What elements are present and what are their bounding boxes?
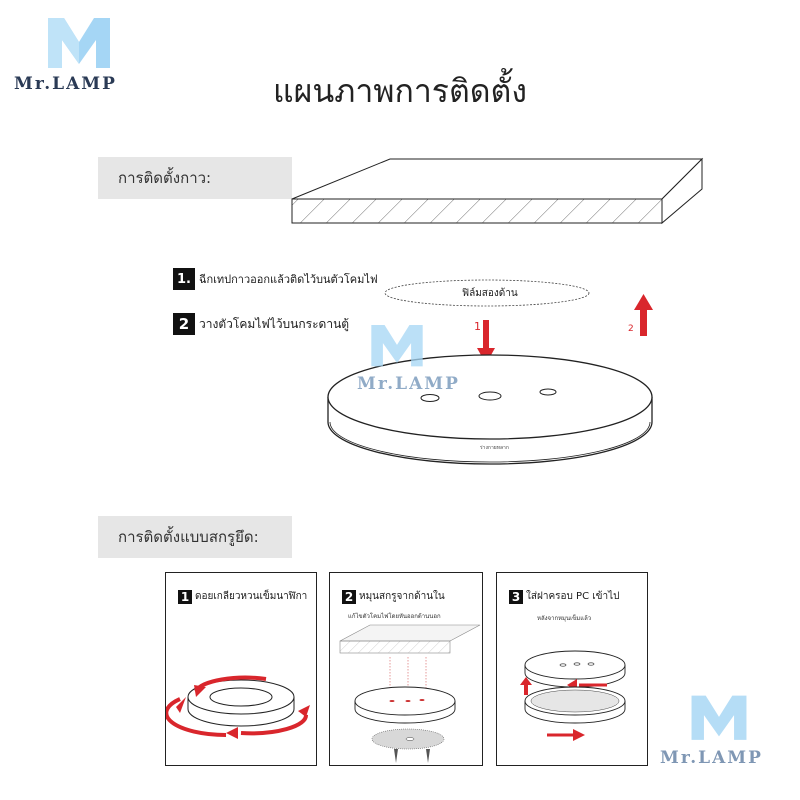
section-screw-label: การติดตั้งแบบสกรูยึด: [98,516,292,558]
panel-2-sub: แก้ไขตัวโคมไฟโดยหันออกด้านนอก [348,613,441,620]
glue-install-diagram [327,279,653,465]
logo-mark-icon [48,18,110,68]
step-1-text: ฉีกเทปกาวออกแล้วติดไว้บนตัวโคมไฟ [199,273,378,286]
panel-3-head: 3 ใส่ฝาครอบ PC เข้าไป [509,589,620,604]
panel-3-sub: หลังจากหมุนเข็มแล้ว [537,615,592,622]
disc-label: ร่างกายหลาก [480,445,509,451]
panel-1: 1 ดอยเกลียวหวนเข็มนาฬิกา [165,572,317,766]
panel-2-number: 2 [342,589,356,604]
panel-2-diagram [339,624,481,763]
film-label: ฟิล์มสองด้าน [462,288,518,299]
panel-1-head: 1 ดอยเกลียวหวนเข็มนาฬิกา [178,589,307,604]
step-1-number: 1. [173,268,195,290]
section-glue-label: การติดตั้งกาว: [98,157,292,199]
panel-3: 3 ใส่ฝาครอบ PC เข้าไป หลังจากหมุนเข็มแล้… [496,572,648,766]
arrow-2-label: 2 [628,324,634,334]
panel-2: 2 หมุนสกรูจากด้านใน แก้ไขตัวโคมไฟโดยหันอ… [329,572,483,766]
watermark-center: Mr.LAMP [357,318,460,408]
logo-text: Mr.LAMP [14,74,117,94]
step-2-number: 2 [173,313,195,335]
arrow-up-icon [634,294,653,336]
logo: Mr.LAMP [14,8,134,98]
watermark-corner-m-icon [691,695,747,740]
panel-1-text: ดอยเกลียวหวนเข็มนาฬิกา [195,591,308,602]
watermark-text: Mr.LAMP [357,374,460,394]
panel-2-head: 2 หมุนสกรูจากด้านใน [342,589,445,604]
panel-1-diagram [166,675,310,739]
watermark-bottom-right: Mr.LAMP [660,690,790,780]
panel-3-number: 3 [509,589,523,604]
panel-1-number: 1 [178,589,192,604]
step-2-text: วางตัวโคมไฟไว้บนกระดานตู้ [199,316,350,331]
arrow-1-label: 1 [474,320,481,333]
panel-2-text: หมุนสกรูจากด้านใน [359,591,445,602]
panel-3-diagram [520,650,626,741]
glue-step-1: 1. ฉีกเทปกาวออกแล้วติดไว้บนตัวโคมไฟ [173,268,378,290]
watermark-corner-text: Mr.LAMP [660,748,763,768]
page-title: แผนภาพการติดตั้ง [273,72,527,110]
panel-3-text: ใส่ฝาครอบ PC เข้าไป [526,591,620,602]
ceiling-board-diagram [291,157,704,225]
watermark-m-icon [371,324,423,367]
glue-step-2: 2 วางตัวโคมไฟไว้บนกระดานตู้ [173,313,349,335]
